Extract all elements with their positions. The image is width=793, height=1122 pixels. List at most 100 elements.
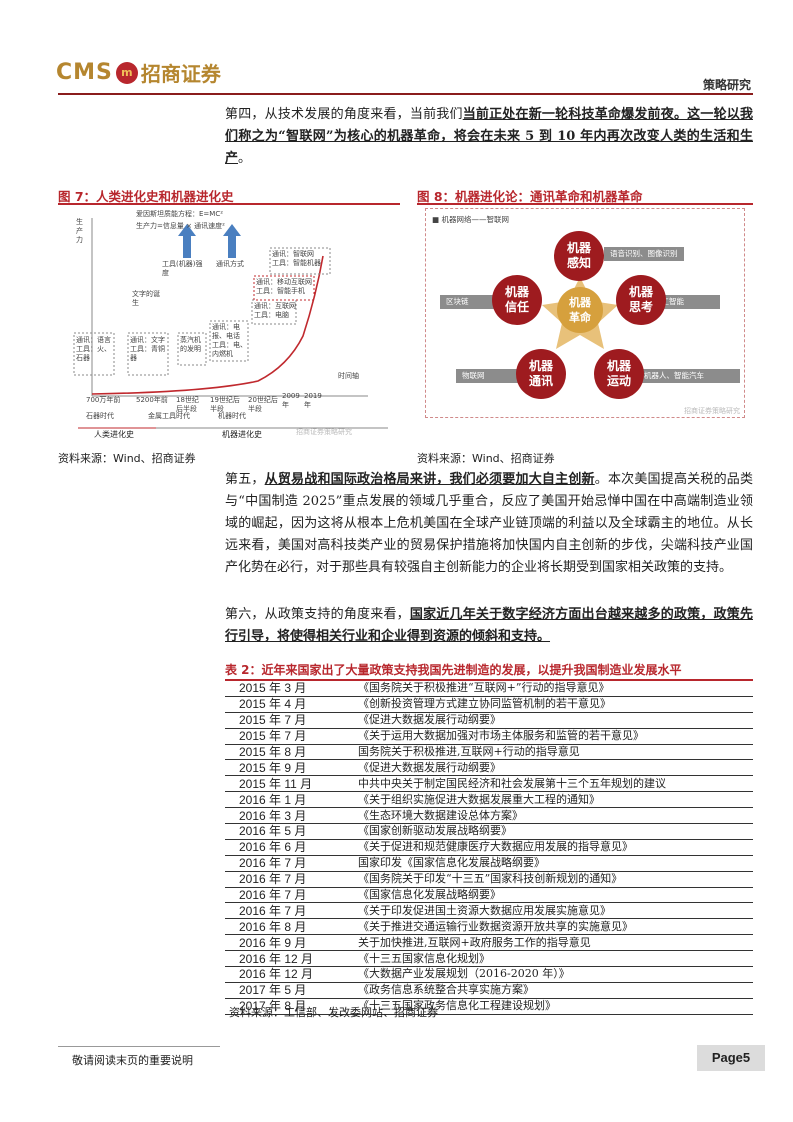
fig7-axis-label: 时间轴 <box>338 372 359 380</box>
table-row: 2016 年 6 月《关于促进和规范健康医疗大数据应用发展的指导意见》 <box>225 839 753 856</box>
table-row: 2016 年 5 月《国家创新驱动发展战略纲要》 <box>225 823 753 840</box>
fig7-t5: 20世纪后半段 <box>248 396 278 413</box>
fig8-center-circle: 机器 革命 <box>557 287 603 333</box>
para5-body: 。本次美国提高关税的品类与“中国制造 2025”重点发展的领域几乎重合，反应了美… <box>225 472 753 575</box>
fig8-bar-left: 区块链 <box>440 295 502 309</box>
fig8-title-rule <box>417 203 753 205</box>
fig7-writing-label: 文字的诞生 <box>132 290 160 307</box>
table-row: 2015 年 3 月《国务院关于积极推进“互联网+”行动的指导意见》 <box>225 681 753 697</box>
paragraph-4: 第四，从技术发展的角度来看，当前我们当前正处在新一轮科技革命爆发前夜。这一轮以我… <box>225 104 753 170</box>
policy-document: 国务院关于积极推进,互联网+行动的指导意见 <box>344 744 753 761</box>
fig7-ylabel: 生产力 <box>76 218 83 244</box>
policy-document: 《十三五国家政务信息化工程建设规划》 <box>344 998 753 1015</box>
fig7-box1: 通讯：语言 工具：火、石器 <box>76 336 111 362</box>
page-number: Page5 <box>697 1045 765 1071</box>
fig8-bar-top: 语音识别、图像识别 <box>604 247 684 261</box>
policy-date: 2016 年 7 月 <box>225 871 344 888</box>
policy-date: 2016 年 12 月 <box>225 966 344 983</box>
table-row: 2015 年 8 月国务院关于积极推进,互联网+行动的指导意见 <box>225 744 753 761</box>
fig7-box2: 通讯：文字 工具：青铜器 <box>130 336 165 362</box>
fig7-t1: 700万年前 <box>86 396 121 404</box>
logo-mark-icon: m <box>115 61 138 84</box>
policy-date: 2015 年 9 月 <box>225 759 344 777</box>
policy-date: 2016 年 1 月 <box>225 791 344 809</box>
policy-document: 国家印发《国家信息化发展战略纲要》 <box>344 855 753 872</box>
footer-rule <box>58 1046 220 1047</box>
policy-date: 2016 年 5 月 <box>225 823 344 840</box>
fig7-t7: 2019年 <box>304 392 322 409</box>
table-row: 2016 年 7 月《国务院关于印发“十三五”国家科技创新规划的通知》 <box>225 871 753 888</box>
policy-document: 关于加快推进,互联网+政府服务工作的指导意见 <box>344 934 753 952</box>
policy-document: 中共中央关于制定国民经济和社会发展第十三个五年规划的建议 <box>344 775 753 793</box>
paragraph-5: 第五，从贸易战和国际政治格局来讲，我们必须要加大自主创新。本次美国提高关税的品类… <box>225 469 753 579</box>
table-row: 2016 年 9 月关于加快推进,互联网+政府服务工作的指导意见 <box>225 934 753 952</box>
table-row: 2016 年 7 月国家印发《国家信息化发展战略纲要》 <box>225 855 753 872</box>
fig7-era1: 石器时代 <box>86 412 114 420</box>
table-row: 2015 年 9 月《促进大数据发展行动纲要》 <box>225 759 753 777</box>
table-row: 2016 年 1 月《关于组织实施促进大数据发展重大工程的通知》 <box>225 791 753 809</box>
policy-document: 《国务院关于积极推进“互联网+”行动的指导意见》 <box>344 681 753 697</box>
table-row: 2016 年 7 月《关于印发促进国土资源大数据应用发展实施意见》 <box>225 902 753 920</box>
fig7-t6: 2009年 <box>282 392 300 409</box>
policy-date: 2016 年 7 月 <box>225 902 344 920</box>
para6-prefix: 第六，从政策支持的角度来看， <box>225 607 410 622</box>
section-label: 策略研究 <box>702 78 751 92</box>
fig8-bar-bottom-right: 机器人、智能汽车 <box>638 369 740 383</box>
fig7-t2: 5200年前 <box>136 396 168 404</box>
fig7-arrow1-label: 工具(机器)强度 <box>162 260 203 277</box>
table2-title: 表 2：近年来国家出了大量政策支持我国先进制造的发展，以提升我国制造业发展水平 <box>225 663 682 677</box>
fig7-graphic <box>73 218 388 429</box>
table-row: 2015 年 11 月中共中央关于制定国民经济和社会发展第十三个五年规划的建议 <box>225 775 753 793</box>
policy-document: 《关于推进交通运输行业数据资源开放共享的实施意见》 <box>344 918 753 936</box>
paragraph-6: 第六，从政策支持的角度来看，国家近几年关于数字经济方面出台越来越多的政策，政策先… <box>225 604 753 648</box>
policy-date: 2015 年 7 月 <box>225 712 344 729</box>
fig7-arrow2-label: 通讯方式 <box>216 260 244 268</box>
para6-emphasis: 国家近几年关于数字经济方面出台越来越多的政策，政策先行引导，将使得相关行业和企业… <box>225 607 753 644</box>
policy-date: 2016 年 12 月 <box>225 950 344 968</box>
fig7-era2: 金属工具时代 <box>148 412 190 420</box>
policy-document: 《生态环境大数据建设总体方案》 <box>344 807 753 825</box>
fig8-circle-bottom-left: 机器 通讯 <box>516 349 566 399</box>
fig7-box7: 通讯：智联网 工具：智能机器 <box>272 250 321 267</box>
fig8-circle-bottom-right: 机器 运动 <box>594 349 644 399</box>
fig7-hist1: 人类进化史 <box>94 430 134 439</box>
fig8-bar-right: 人工智能 <box>648 295 720 309</box>
policy-date: 2015 年 11 月 <box>225 775 344 793</box>
fig7-source: 资料来源：Wind、招商证券 <box>58 452 196 465</box>
header-rule <box>58 93 753 95</box>
policy-date: 2016 年 7 月 <box>225 855 344 872</box>
policy-document: 《十三五国家信息化规划》 <box>344 950 753 968</box>
policy-document: 《关于促进和规范健康医疗大数据应用发展的指导意见》 <box>344 839 753 856</box>
fig7-box3: 蒸汽机的发明 <box>180 336 201 353</box>
policy-document: 《国家创新驱动发展战略纲要》 <box>344 823 753 840</box>
table-row: 2016 年 7 月《国家信息化发展战略纲要》 <box>225 887 753 904</box>
para5-prefix: 第五， <box>225 472 265 487</box>
fig7-box4: 通讯：电报、电话 工具：电、内燃机 <box>212 323 247 358</box>
policy-date: 2015 年 8 月 <box>225 744 344 761</box>
policy-date: 2016 年 3 月 <box>225 807 344 825</box>
policy-document: 《创新投资管理方式建立协同监管机制的若干意见》 <box>344 696 753 713</box>
fig7-t4: 19世纪后半段 <box>210 396 240 413</box>
para4-prefix: 第四，从技术发展的角度来看，当前我们 <box>225 107 463 122</box>
fig7-box6: 通讯：移动互联网 工具：智能手机 <box>256 278 312 295</box>
fig8-chart: ■ 机器网络——智联网 语音识别、图像识别 人工智能 区块链 物联网 机器人、智… <box>425 208 745 418</box>
logo-latin: CMS <box>56 60 113 85</box>
fig8-source: 资料来源：Wind、招商证券 <box>417 452 555 465</box>
table-row: 2015 年 7 月《促进大数据发展行动纲要》 <box>225 712 753 729</box>
policy-date: 2015 年 3 月 <box>225 681 344 697</box>
fig8-circle-right: 机器 思考 <box>616 275 666 325</box>
fig7-chart: 生产力 爱因斯坦质能方程：E=MC² 生产力=信息量 × 通讯速度² 工具(机器… <box>58 206 400 446</box>
policy-date: 2015 年 4 月 <box>225 696 344 713</box>
policy-document: 《大数据产业发展规划（2016-2020 年）》 <box>344 966 753 983</box>
table-row: 2015 年 7 月《关于运用大数据加强对市场主体服务和监管的若干意见》 <box>225 728 753 745</box>
fig7-box5: 通讯：互联网 工具：电脑 <box>254 302 296 319</box>
policy-document: 《关于印发促进国土资源大数据应用发展实施意见》 <box>344 902 753 920</box>
policy-document: 《关于组织实施促进大数据发展重大工程的通知》 <box>344 791 753 809</box>
fig7-title-rule <box>58 203 400 205</box>
policy-date: 2016 年 8 月 <box>225 918 344 936</box>
para5-emphasis: 从贸易战和国际政治格局来讲，我们必须要加大自主创新 <box>264 472 595 487</box>
policy-document: 《关于运用大数据加强对市场主体服务和监管的若干意见》 <box>344 728 753 745</box>
table-row: 2016 年 12 月《十三五国家信息化规划》 <box>225 950 753 968</box>
table-row: 2016 年 8 月《关于推进交通运输行业数据资源开放共享的实施意见》 <box>225 918 753 936</box>
